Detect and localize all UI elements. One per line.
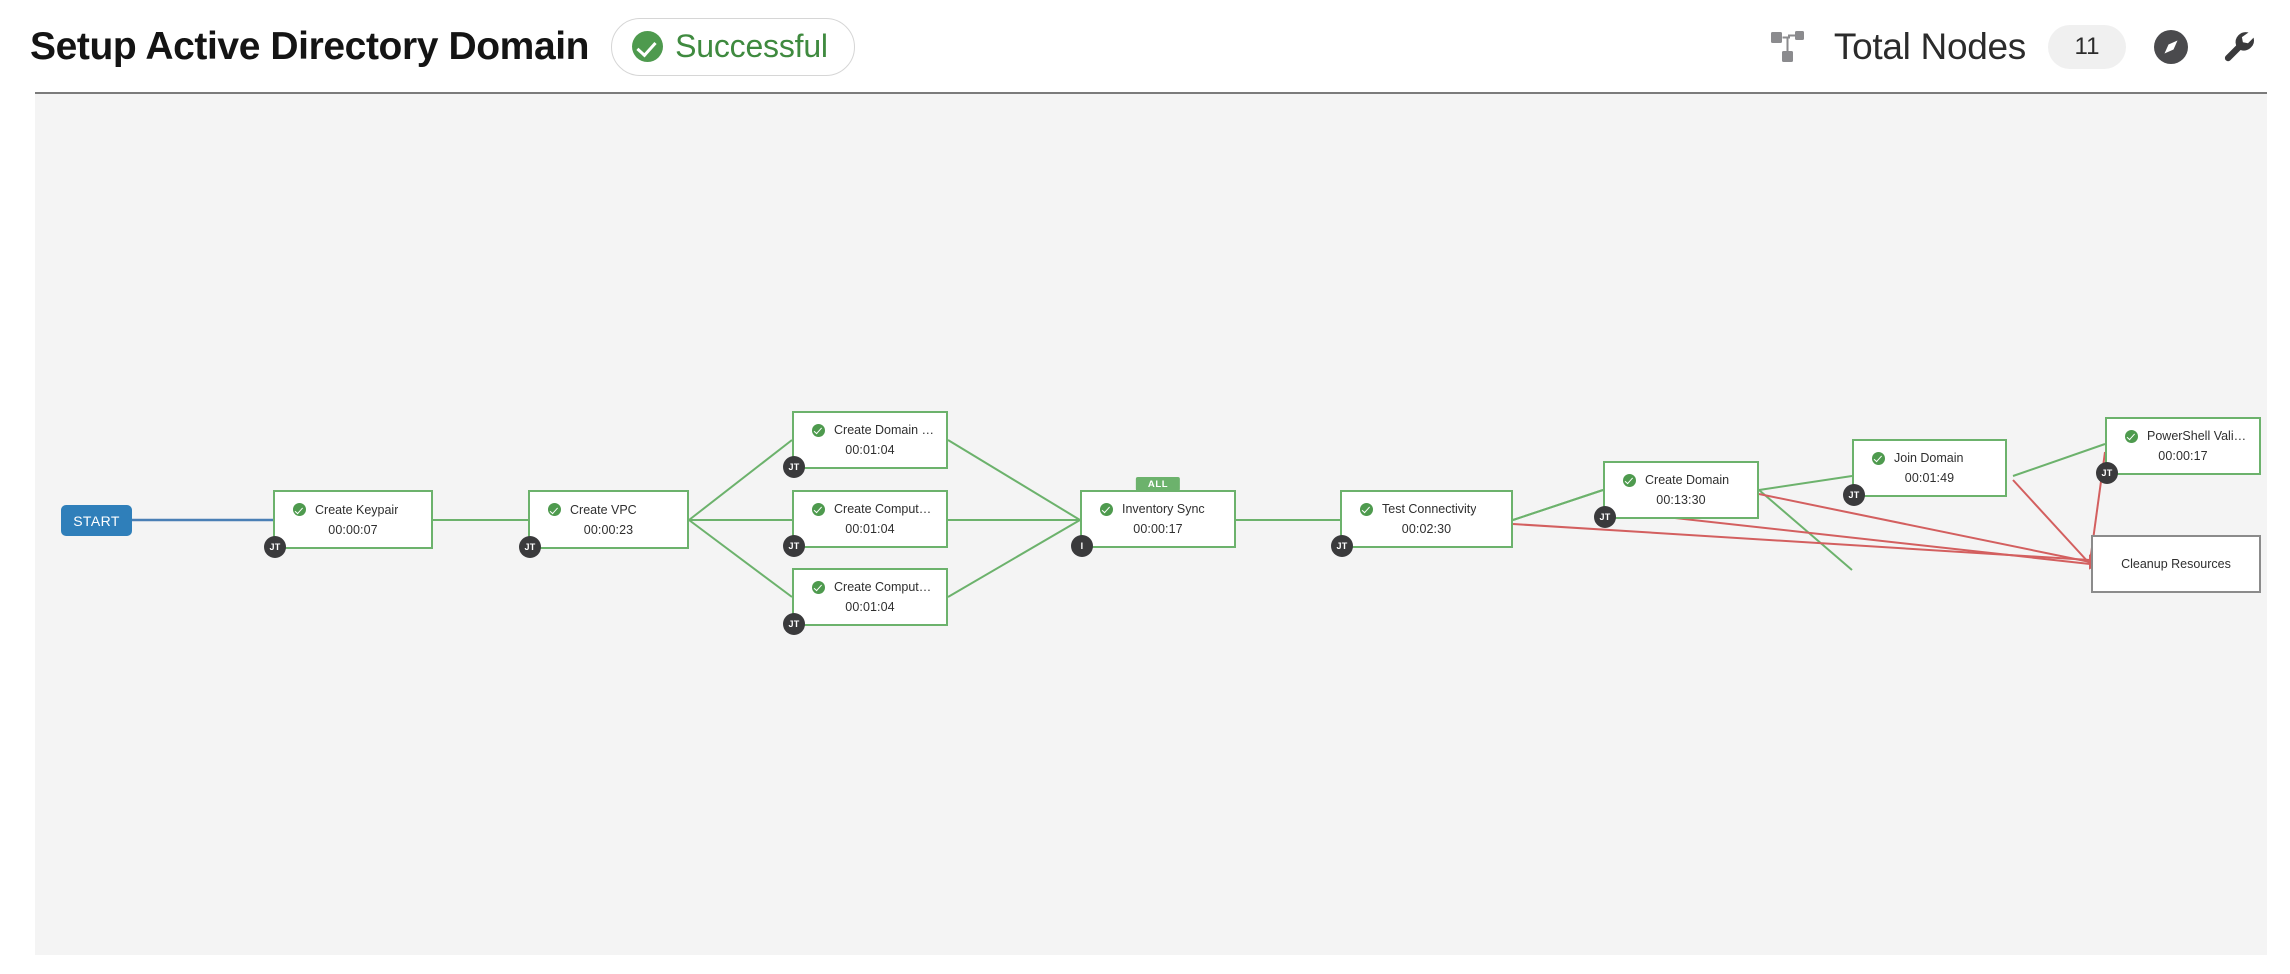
node-title: Cleanup Resources	[2121, 557, 2231, 571]
node-create-domain-controller[interactable]: Create Domain Contr... 00:01:04 JT	[783, 411, 948, 478]
node-title: Inventory Sync	[1122, 502, 1205, 516]
sitemap-icon	[1766, 24, 1812, 70]
check-circle-icon	[632, 31, 664, 62]
node-title: PowerShell Validation	[2147, 429, 2249, 443]
node-header: Create VPC	[530, 503, 687, 517]
node-duration: 00:00:17	[1133, 522, 1183, 536]
node-create-domain[interactable]: Create Domain 00:13:30 JT	[1594, 461, 1759, 528]
node-title: Create Domain Contr...	[834, 423, 936, 437]
node-test-connectivity[interactable]: Test Connectivity 00:02:30 JT	[1331, 490, 1513, 557]
header-right-group: Total Nodes 11	[1766, 0, 2262, 93]
check-circle-icon	[1872, 451, 1885, 465]
node-title: Test Connectivity	[1382, 502, 1477, 516]
start-node[interactable]: START	[61, 505, 132, 536]
node-header: PowerShell Validation	[2107, 429, 2259, 443]
status-badge: Successful	[611, 17, 855, 76]
node-header: Create Computer (1)	[794, 502, 946, 516]
header-divider	[35, 92, 2267, 94]
check-circle-icon	[2125, 429, 2138, 443]
edge-dc-inv	[947, 439, 1081, 521]
success-edge-group	[433, 439, 2106, 598]
check-circle-icon	[812, 580, 825, 594]
edge-createdom-badge-cleanup	[1602, 509, 2091, 565]
total-nodes-label: Total Nodes	[1833, 25, 2026, 67]
node-join-domain[interactable]: Join Domain 00:01:49 JT	[1843, 439, 2007, 506]
node-title: Join Domain	[1894, 451, 1964, 465]
node-duration: 00:01:04	[845, 600, 895, 614]
node-title: Create Computer (1)	[834, 502, 936, 516]
status-label: Successful	[675, 28, 828, 64]
edge-createdom-joindom-lower	[1758, 489, 1853, 571]
check-circle-icon	[812, 423, 825, 437]
node-duration: 00:01:04	[845, 443, 895, 457]
node-header: Create Keypair	[275, 503, 431, 517]
page-title: Setup Active Directory Domain	[30, 24, 590, 68]
node-badge[interactable]: I	[1071, 535, 1093, 557]
edge-testconn-createdom-b	[1512, 489, 1604, 521]
node-title: Create VPC	[570, 502, 637, 517]
node-inventory-sync[interactable]: ALL Inventory Sync 00:00:17 I	[1071, 477, 1236, 557]
page-header: Setup Active Directory Domain Successful…	[0, 0, 2290, 93]
node-badge[interactable]: JT	[1594, 506, 1616, 528]
node-create-computer-1[interactable]: Create Computer (1) 00:01:04 JT	[783, 490, 948, 557]
check-circle-icon	[1360, 502, 1373, 516]
check-circle-icon	[548, 503, 561, 516]
node-create-keypair[interactable]: Create Keypair 00:00:07 JT	[264, 490, 433, 558]
edge-createdom-joindom	[1758, 475, 1853, 491]
check-circle-icon	[812, 502, 825, 516]
node-badge[interactable]: JT	[783, 613, 805, 635]
start-node-label: START	[73, 512, 120, 529]
node-badge[interactable]: JT	[2096, 462, 2118, 484]
node-duration: 00:01:49	[1904, 471, 1955, 485]
node-header: Inventory Sync	[1082, 502, 1234, 516]
edge-vpc-comp2	[688, 519, 793, 598]
compass-icon[interactable]	[2148, 24, 2194, 70]
edge-vpc-dc	[688, 439, 793, 521]
node-badge[interactable]: JT	[783, 535, 805, 557]
node-title: Create Keypair	[315, 502, 399, 517]
node-cleanup-resources[interactable]: Cleanup Resources	[2091, 535, 2261, 593]
node-header: Cleanup Resources	[2093, 557, 2259, 571]
total-nodes-count: 11	[2048, 24, 2126, 69]
node-title: Create Computer (2)	[834, 580, 936, 594]
wrench-icon[interactable]	[2216, 24, 2262, 70]
node-badge[interactable]: JT	[783, 456, 805, 478]
edge-joindom-psval	[2012, 443, 2106, 477]
workflow-canvas[interactable]: START Create Keypair 00:00:07 JT Create …	[35, 94, 2267, 955]
node-duration: 00:02:30	[1401, 522, 1452, 536]
node-badge[interactable]: JT	[1331, 535, 1353, 557]
node-duration: 00:13:30	[1656, 493, 1706, 507]
edge-layer	[132, 439, 2106, 598]
node-badge[interactable]: JT	[1843, 484, 1865, 506]
node-header: Join Domain	[1854, 451, 2005, 465]
node-badge[interactable]: JT	[264, 536, 286, 558]
check-circle-icon	[293, 503, 306, 516]
node-duration: 00:01:04	[845, 522, 895, 536]
node-header: Create Domain	[1605, 473, 1757, 487]
node-duration: 00:00:07	[328, 522, 378, 537]
check-circle-icon	[1623, 473, 1636, 487]
edge-joindom-cleanup	[2012, 479, 2091, 565]
header-left-group: Setup Active Directory Domain Successful	[30, 17, 855, 76]
node-powershell-validation[interactable]: PowerShell Validation 00:00:17 JT	[2096, 417, 2261, 484]
node-tag-all: ALL	[1135, 477, 1181, 491]
check-circle-icon	[1100, 502, 1113, 516]
node-create-vpc[interactable]: Create VPC 00:00:23 JT	[519, 490, 689, 558]
node-create-computer-2[interactable]: Create Computer (2) 00:01:04 JT	[783, 568, 948, 635]
node-header: Create Domain Contr...	[794, 423, 946, 437]
node-header: Create Computer (2)	[794, 580, 946, 594]
node-badge[interactable]: JT	[519, 536, 541, 558]
edge-comp2-inv	[947, 519, 1081, 598]
node-duration: 00:00:17	[2158, 449, 2208, 463]
node-duration: 00:00:23	[583, 522, 634, 537]
edge-createdom-cleanup	[1758, 493, 2091, 563]
node-header: Test Connectivity	[1342, 502, 1511, 516]
node-title: Create Domain	[1645, 473, 1730, 487]
